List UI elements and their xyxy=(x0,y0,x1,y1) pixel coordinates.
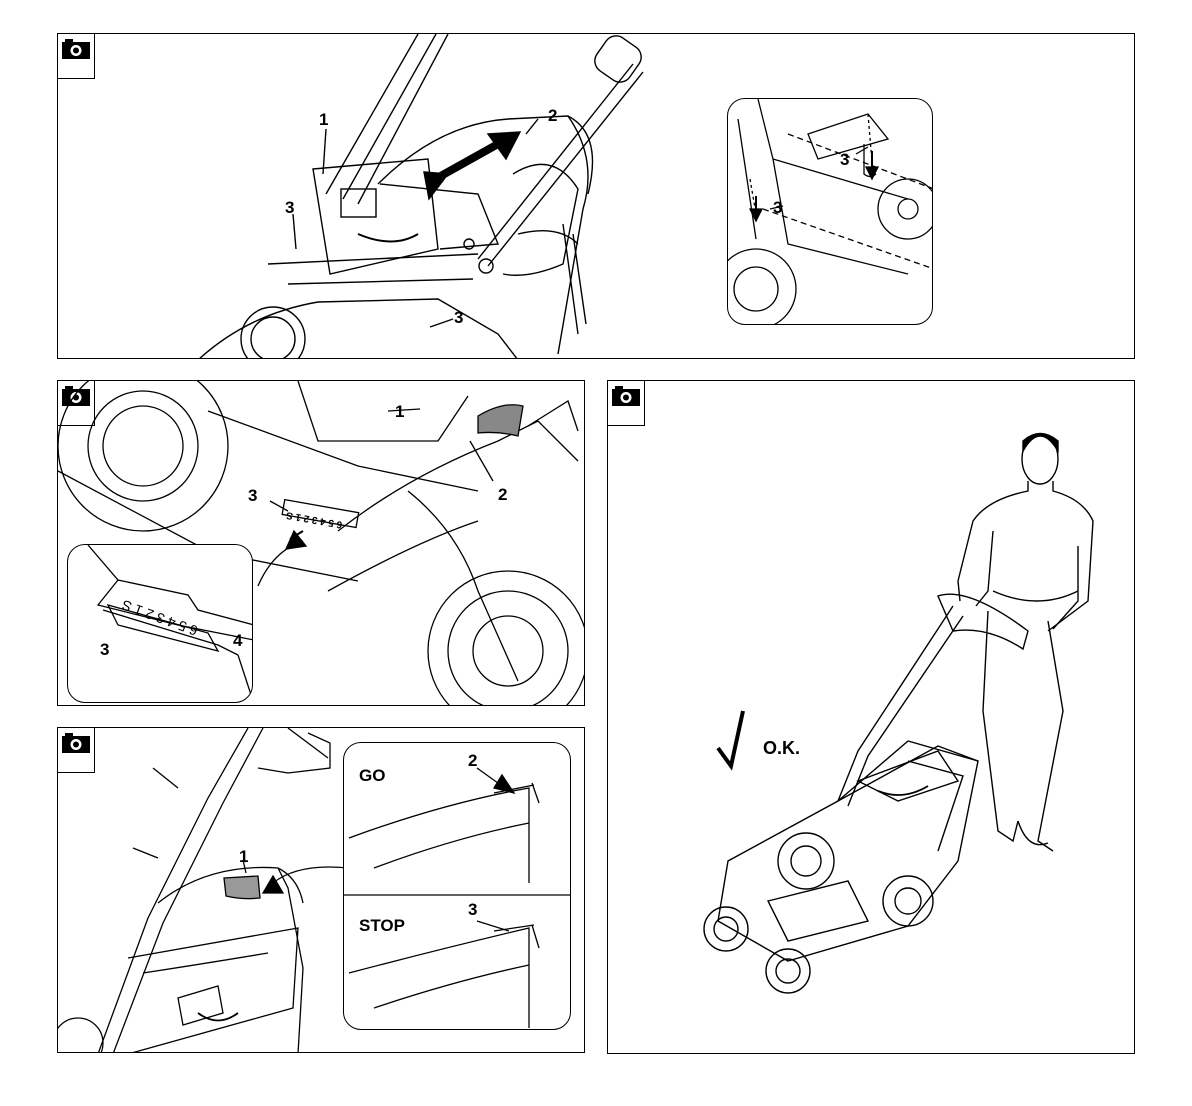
panel-fill-indicator: 1 GO STOP 2 3 xyxy=(57,727,585,1053)
inset-label-3-top: 3 xyxy=(840,151,849,168)
ok-label: O.K. xyxy=(763,739,800,757)
label-3-left: 3 xyxy=(285,199,294,216)
panel-grass-bag: 1 2 3 3 3 3 xyxy=(57,33,1135,359)
panel-operator: O.K. xyxy=(607,380,1135,1054)
go-stop-drawing xyxy=(344,743,571,1030)
inset-bag-hooks: 3 3 xyxy=(727,98,933,325)
inset-label-4: 4 xyxy=(233,632,242,649)
label-1: 1 xyxy=(319,111,328,128)
label-2: 2 xyxy=(548,107,557,124)
panel-height-adjust: 1 2 3 6 5 4 3 2 1 S 6 5 4 3 2 1 S 3 4 xyxy=(57,380,585,706)
label-1: 1 xyxy=(239,848,248,865)
inset-label-3: 3 xyxy=(100,641,109,658)
inset-go-stop: GO STOP 2 3 xyxy=(343,742,571,1030)
label-3-bottom: 3 xyxy=(454,309,463,326)
inset-label-3-left: 3 xyxy=(773,199,782,216)
bag-hooks-drawing xyxy=(728,99,933,325)
label-2: 2 xyxy=(498,486,507,503)
stop-label: STOP xyxy=(359,917,405,934)
grass-bag-drawing xyxy=(58,34,1135,359)
label-2: 2 xyxy=(468,752,477,769)
label-3: 3 xyxy=(468,901,477,918)
label-3: 3 xyxy=(248,487,257,504)
label-1: 1 xyxy=(395,403,404,420)
inset-height-scale: 6 5 4 3 2 1 S 3 4 xyxy=(67,544,253,703)
operator-drawing xyxy=(608,381,1135,1054)
go-label: GO xyxy=(359,767,385,784)
